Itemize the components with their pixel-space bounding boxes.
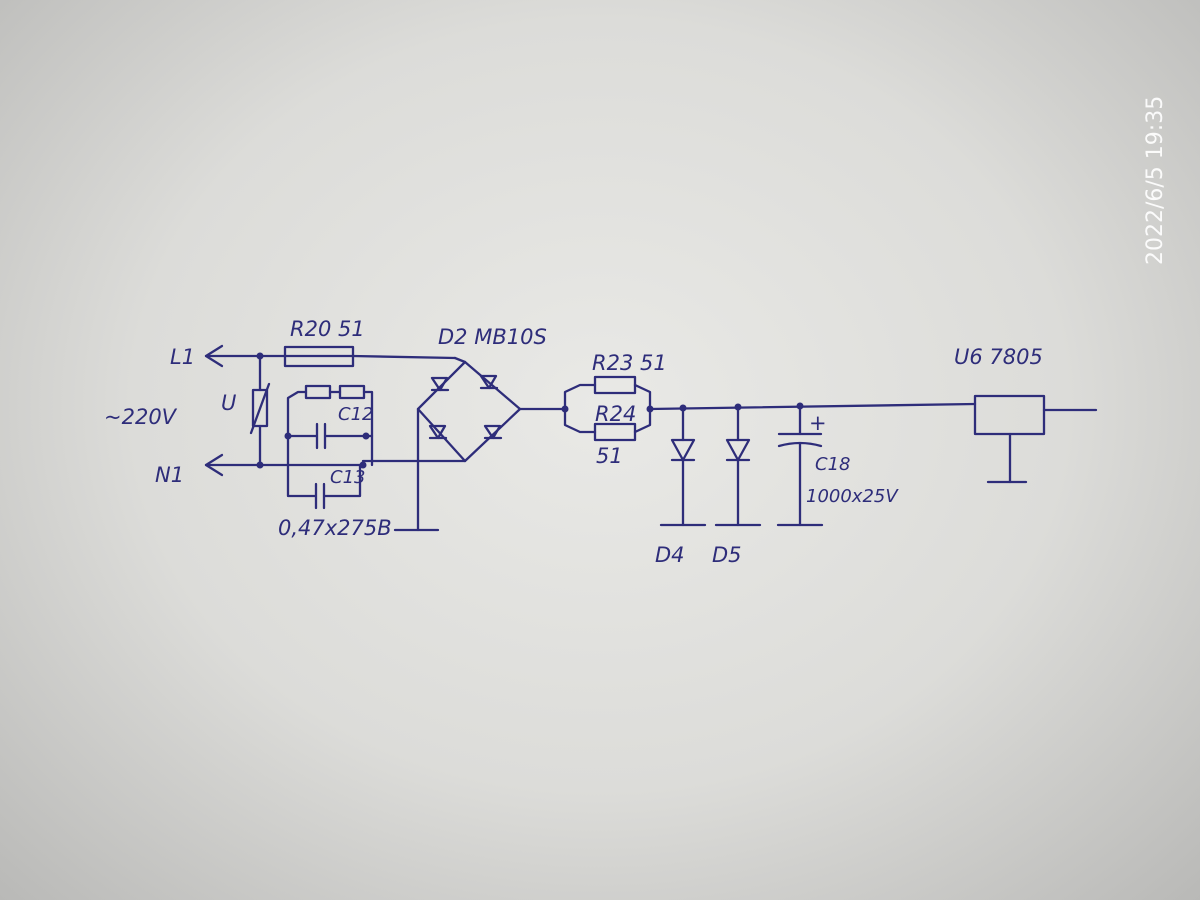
- label-voltage: ~220V: [104, 405, 178, 429]
- label-d4: D4: [655, 543, 685, 567]
- diode-d5: [714, 403, 762, 527]
- resistors-r23-r24: [561, 375, 654, 442]
- capacitor-c18: [776, 402, 824, 527]
- label-r23: R23 51: [592, 351, 667, 375]
- input-n1-terminal: [204, 453, 365, 477]
- label-d5: D5: [712, 543, 742, 567]
- label-r20: R20 51: [290, 317, 365, 341]
- label-c13: C13: [330, 467, 365, 488]
- output-rail: [648, 402, 977, 411]
- label-c12: C12: [338, 404, 373, 425]
- label-u6: U6 7805: [954, 345, 1043, 369]
- label-varistor: U: [221, 391, 236, 415]
- label-l1: L1: [170, 345, 195, 369]
- regulator-u6: [973, 394, 1098, 484]
- label-c18: C18: [815, 454, 850, 475]
- resistor-r20: [283, 345, 457, 368]
- label-c18-value: 1000x25V: [806, 486, 899, 507]
- photo-timestamp: 2022/6/5 19:35: [1143, 96, 1168, 265]
- rc-network: [284, 384, 374, 510]
- label-n1: N1: [155, 463, 184, 487]
- label-c18-plus: +: [809, 411, 827, 435]
- label-cap-rating: 0,47x275B: [278, 516, 392, 540]
- input-l1-terminal: [204, 344, 354, 368]
- diode-d4: [659, 404, 707, 527]
- bridge-rectifier-d2: [361, 356, 567, 532]
- varistor-u: [249, 352, 271, 469]
- label-r24-value: 51: [596, 444, 623, 468]
- label-r24: R24: [595, 402, 636, 426]
- label-d2: D2 MB10S: [438, 325, 547, 349]
